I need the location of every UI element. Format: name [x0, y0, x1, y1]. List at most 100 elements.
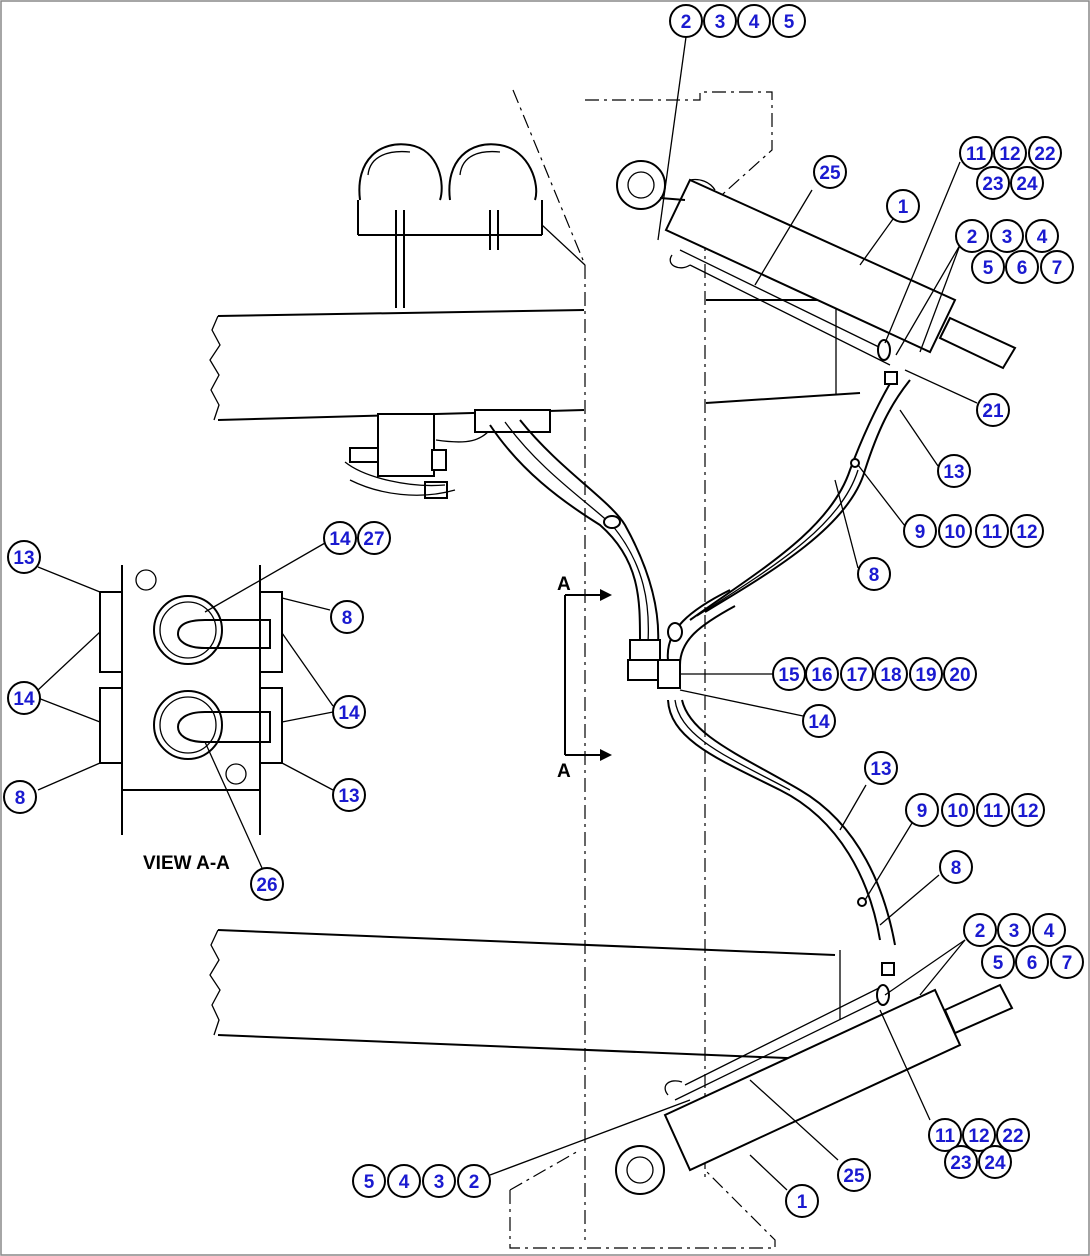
callout-4: 4 [387, 1164, 421, 1198]
callout-8: 8 [3, 780, 37, 814]
callout-circle [352, 1164, 386, 1198]
callout-11: 11 [928, 1118, 962, 1152]
callout-14: 14 [7, 681, 41, 715]
callout-25: 25 [837, 1158, 871, 1192]
callout-number: 9 [915, 522, 926, 543]
callout-20: 20 [943, 657, 977, 691]
callout-circle [387, 1164, 421, 1198]
callout-number: 8 [15, 788, 26, 809]
callout-number: 4 [749, 12, 760, 33]
callout-circle [422, 1164, 456, 1198]
view-a-a-label: VIEW A-A [143, 853, 230, 874]
callout-circle [357, 521, 391, 555]
callout-circle [802, 704, 836, 738]
upper-hose-run [689, 371, 911, 621]
callout-circle [737, 4, 771, 38]
callout-number: 20 [949, 665, 970, 686]
callout-circle [990, 219, 1024, 253]
callout-number: 1 [797, 1192, 808, 1213]
callout-circle [1025, 219, 1059, 253]
callout-circle [928, 1118, 962, 1152]
callout-12: 12 [1011, 793, 1045, 827]
callout-number: 5 [983, 258, 994, 279]
callout-9: 9 [903, 514, 937, 548]
callout-number: 22 [1002, 1126, 1023, 1147]
callout-circle [997, 913, 1031, 947]
callout-8: 8 [857, 557, 891, 591]
callout-circle [837, 1158, 871, 1192]
callout-number: 3 [1009, 921, 1020, 942]
callout-number: 8 [951, 858, 962, 879]
callout-27: 27 [357, 521, 391, 555]
callout-circle [886, 189, 920, 223]
callout-circle [976, 166, 1010, 200]
callout-4: 4 [1025, 219, 1059, 253]
callout-3: 3 [990, 219, 1024, 253]
callout-number: 23 [982, 174, 1003, 195]
callout-number: 25 [819, 163, 841, 184]
callout-17: 17 [840, 657, 874, 691]
callout-circle [840, 657, 874, 691]
callout-circle [944, 1145, 978, 1179]
frame-centerlines [509, 89, 776, 1249]
callout-7: 7 [1050, 945, 1084, 979]
callout-2: 2 [963, 913, 997, 947]
callout-number: 8 [869, 565, 880, 586]
callout-circle [864, 751, 898, 785]
callout-number: 4 [1037, 227, 1048, 248]
callout-circle [785, 1184, 819, 1218]
callout-15: 15 [772, 657, 806, 691]
callout-number: 10 [947, 801, 968, 822]
callout-number: 11 [982, 522, 1003, 543]
callout-number: 8 [342, 608, 353, 629]
callout-1: 1 [785, 1184, 819, 1218]
callout-number: 3 [434, 1172, 445, 1193]
callout-number: 2 [681, 12, 692, 33]
callout-number: 2 [469, 1172, 480, 1193]
callout-11: 11 [976, 793, 1010, 827]
callout-number: 24 [984, 1153, 1006, 1174]
callout-number: 9 [917, 801, 928, 822]
callout-circle [813, 155, 847, 189]
callout-14: 14 [332, 695, 366, 729]
callout-10: 10 [938, 514, 972, 548]
callout-circle [457, 1164, 491, 1198]
callout-circle [976, 793, 1010, 827]
callout-6: 6 [1015, 945, 1049, 979]
callout-7: 7 [1040, 250, 1074, 284]
callout-19: 19 [909, 657, 943, 691]
callout-12: 12 [993, 136, 1027, 170]
callout-circle [959, 136, 993, 170]
callout-9: 9 [905, 793, 939, 827]
callout-13: 13 [7, 540, 41, 574]
callout-5: 5 [772, 4, 806, 38]
callout-4: 4 [737, 4, 771, 38]
callout-number: 5 [364, 1172, 375, 1193]
callout-number: 27 [363, 529, 384, 550]
callout-number: 21 [982, 401, 1004, 422]
callout-25: 25 [813, 155, 847, 189]
callout-circle [669, 4, 703, 38]
lower-cross-beam [209, 929, 841, 1061]
callout-number: 6 [1027, 953, 1038, 974]
callout-13: 13 [937, 454, 971, 488]
callout-number: 12 [968, 1126, 989, 1147]
callout-circle [955, 219, 989, 253]
callout-circle [1032, 913, 1066, 947]
callout-14: 14 [802, 704, 836, 738]
callout-circle [993, 136, 1027, 170]
callout-number: 2 [967, 227, 978, 248]
callout-number: 12 [1017, 801, 1038, 822]
callout-circle [1040, 250, 1074, 284]
callout-number: 19 [915, 665, 936, 686]
callout-number: 12 [999, 144, 1020, 165]
callout-2: 2 [955, 219, 989, 253]
callout-circle [7, 681, 41, 715]
callout-circle [7, 540, 41, 574]
callout-11: 11 [959, 136, 993, 170]
callout-22: 22 [1028, 136, 1062, 170]
callout-circle [703, 4, 737, 38]
callout-3: 3 [997, 913, 1031, 947]
callout-circle [857, 557, 891, 591]
